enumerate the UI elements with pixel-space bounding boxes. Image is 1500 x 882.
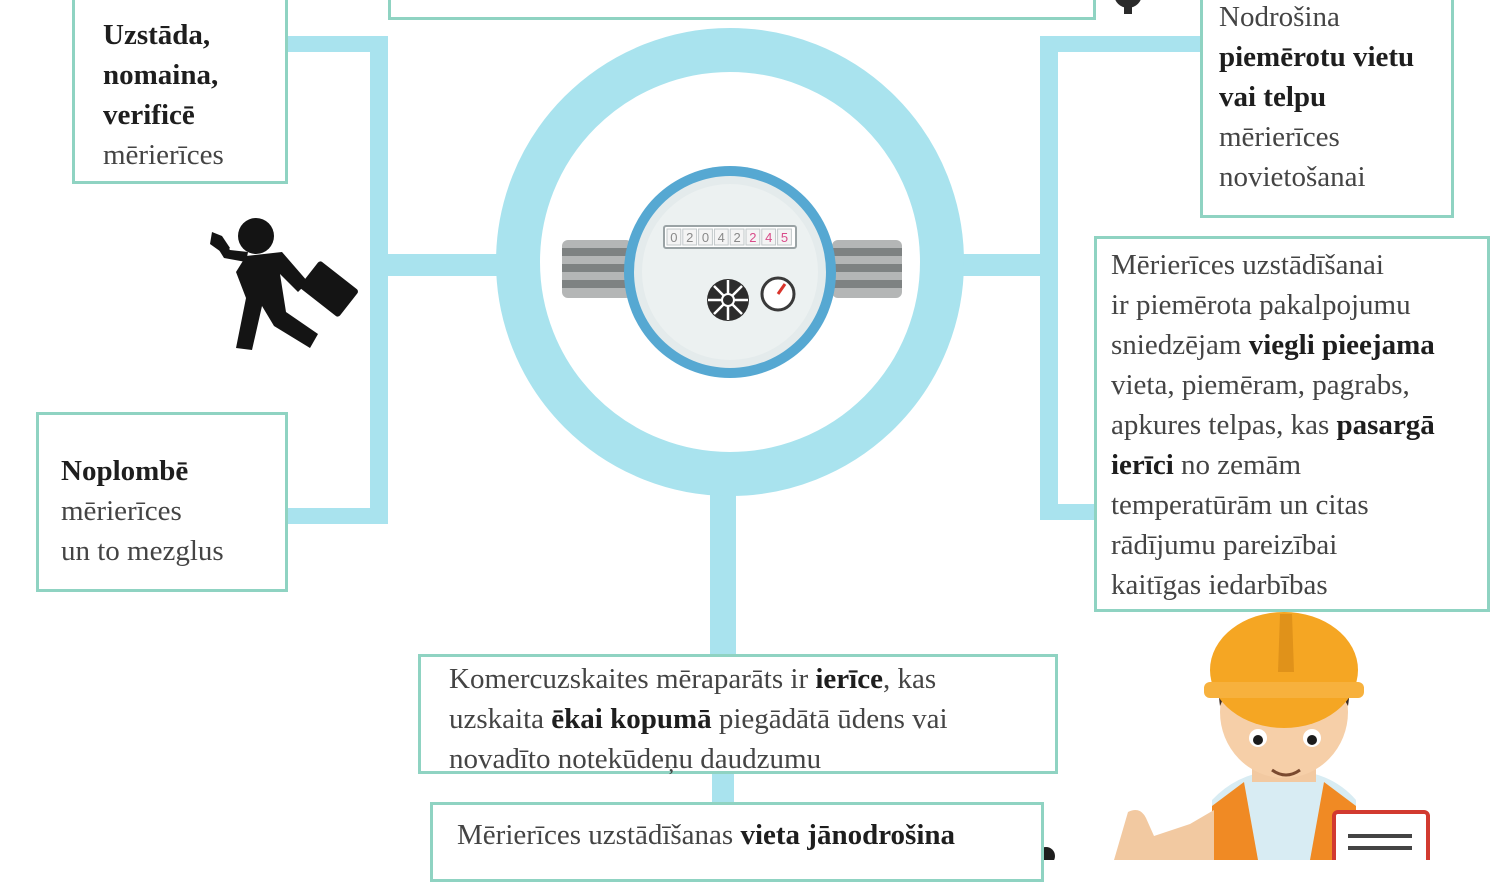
- box-line: Nodrošina: [1219, 0, 1451, 37]
- box-line: Mērierīces uzstādīšanai: [1111, 245, 1487, 285]
- box-line: novietošanai: [1219, 157, 1451, 197]
- box-line: Komercuzskaites mēraparāts ir ierīce, ka…: [449, 659, 1055, 699]
- box-line: vai telpu: [1219, 77, 1451, 117]
- text: sniedzējam: [1111, 329, 1249, 361]
- meter-digit-cell: [698, 228, 713, 246]
- text: Mērierīces uzstādīšanas: [457, 819, 741, 851]
- meter-digit: 0: [702, 230, 709, 245]
- connector-mid-right-h: [1040, 504, 1096, 520]
- meter-digit: 5: [781, 230, 788, 245]
- box-line: rādījumu pareizībai: [1111, 525, 1487, 565]
- text: Nodrošina: [1219, 1, 1340, 33]
- bold-text: Noplombē: [61, 455, 189, 487]
- meter-digit-cell: [682, 228, 698, 246]
- box-top-center: [388, 0, 1096, 20]
- bold-text: ierīci: [1111, 449, 1174, 481]
- connector-top-left-h: [286, 36, 386, 52]
- connector-left-to-ring: [370, 254, 500, 276]
- box-install-replace-verify: Uzstāda, nomaina, verificē mērierīces: [72, 0, 288, 184]
- box-line: apkures telpas, kas pasargā: [1111, 405, 1487, 445]
- gear-icon: [1115, 0, 1141, 14]
- box-line: vieta, piemēram, pagrabs,: [1111, 365, 1487, 405]
- bold-text: ierīce: [815, 663, 883, 695]
- connector-right-to-ring: [960, 254, 1058, 276]
- meter-digit: 2: [686, 230, 693, 245]
- connector-right-v: [1040, 36, 1058, 520]
- text: rādījumu pareizībai: [1111, 529, 1338, 561]
- meter-digit-cell: [745, 228, 761, 246]
- meter-digit: 0: [670, 230, 677, 245]
- text: uzskaita: [449, 703, 552, 735]
- bold-text: ēkai kopumā: [551, 703, 712, 735]
- box-line: ir piemērota pakalpojumu: [1111, 285, 1487, 325]
- connector-left-v: [370, 36, 388, 524]
- connector-bottom-lower-v: [712, 772, 734, 806]
- meter-digit: 2: [749, 230, 756, 245]
- box-line: mērierīces: [1219, 117, 1451, 157]
- bold-text: viegli pieejama: [1248, 329, 1435, 361]
- connector-bottom-v: [710, 470, 736, 660]
- meter-digit: 4: [718, 230, 725, 245]
- box-provide-place: Nodrošina piemērotu vietu vai telpu mēri…: [1200, 0, 1454, 218]
- box-line: piemērotu vietu: [1219, 37, 1451, 77]
- meter-digit: 2: [733, 230, 740, 245]
- bold-text: vai telpu: [1219, 81, 1327, 113]
- bold-text: piemērotu vietu: [1219, 41, 1415, 73]
- box-installation-place: Mērierīces uzstādīšanas vieta jānodrošin…: [430, 802, 1044, 882]
- meter-digit-cell: [761, 228, 777, 246]
- ring: [496, 28, 964, 496]
- box-line: mērierīces: [103, 135, 285, 175]
- connector-mid-left-h: [286, 508, 386, 524]
- box-line: kaitīgas iedarbības: [1111, 565, 1487, 605]
- text: Komercuzskaites mēraparāts ir: [449, 663, 816, 695]
- text: ir piemērota pakalpojumu: [1111, 289, 1411, 321]
- text: mērierīces: [61, 495, 182, 527]
- box-line: un to mezglus: [61, 531, 285, 571]
- text: piegādātā ūdens vai: [711, 703, 948, 735]
- bold-text: vieta jānodrošina: [740, 819, 956, 851]
- meter-digit-cell: [713, 228, 729, 246]
- box-line: mērierīces: [61, 491, 285, 531]
- meter-digit-cell: [729, 228, 745, 246]
- bold-text: nomaina,: [103, 59, 219, 91]
- text: Mērierīces uzstādīšanai: [1111, 249, 1384, 281]
- text: kaitīgas iedarbības: [1111, 569, 1328, 601]
- box-line: Mērierīces uzstādīšanas vieta jānodrošin…: [457, 815, 1041, 855]
- box-line: verificē: [103, 95, 285, 135]
- meter-digit-cell: [777, 228, 792, 246]
- text: novadīto notekūdeņu daudzumu: [449, 743, 822, 775]
- box-line: Noplombē: [61, 451, 285, 491]
- engineer-with-helmet-icon: [1114, 612, 1430, 860]
- meter-digit: 4: [765, 230, 772, 245]
- bold-text: Uzstāda,: [103, 19, 211, 51]
- connector-top-right-h: [1040, 36, 1202, 52]
- box-line: ierīci no zemām: [1111, 445, 1487, 485]
- box-seal: Noplombē mērierīces un to mezglus: [36, 412, 288, 592]
- text: , kas: [882, 663, 937, 695]
- worker-with-wrench-icon: [210, 218, 358, 350]
- text: vieta, piemēram, pagrabs,: [1111, 369, 1410, 401]
- box-line: nomaina,: [103, 55, 285, 95]
- box-line: Uzstāda,: [103, 15, 285, 55]
- text: mērierīces: [1219, 121, 1340, 153]
- text: apkures telpas, kas: [1111, 409, 1337, 441]
- meter-digit-cell: [666, 228, 682, 246]
- box-line: temperatūrām un citas: [1111, 485, 1487, 525]
- text: no zemām: [1173, 449, 1302, 481]
- text: temperatūrām un citas: [1111, 489, 1369, 521]
- box-line: uzskaita ēkai kopumā piegādātā ūdens vai: [449, 699, 1055, 739]
- text: novietošanai: [1219, 161, 1366, 193]
- bold-text: verificē: [103, 99, 195, 131]
- text: un to mezglus: [61, 535, 224, 567]
- box-line: novadīto notekūdeņu daudzumu: [449, 739, 1055, 779]
- text: mērierīces: [103, 139, 224, 171]
- box-commercial-meter: Komercuzskaites mēraparāts ir ierīce, ka…: [418, 654, 1058, 775]
- box-line: sniedzējam viegli pieejama: [1111, 325, 1487, 365]
- bold-text: pasargā: [1336, 409, 1435, 441]
- box-suitable-location: Mērierīces uzstādīšanai ir piemērota pak…: [1094, 236, 1490, 612]
